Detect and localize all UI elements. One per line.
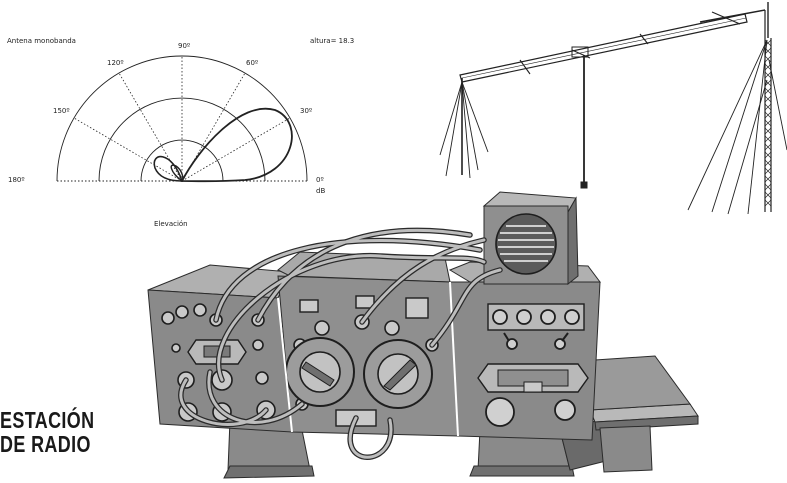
polar-ring-2	[98, 97, 266, 182]
angle-label-60: 60º	[246, 59, 259, 67]
knob	[255, 371, 269, 385]
knob	[492, 309, 508, 325]
knob	[540, 309, 556, 325]
knob	[193, 303, 207, 317]
angle-label-30: 30º	[300, 107, 313, 115]
heading-line-1: ESTACIÓN	[0, 407, 95, 433]
knob	[485, 397, 515, 427]
knob	[564, 309, 580, 325]
antenna-clamp	[571, 46, 589, 58]
polar-radiation-diagram	[56, 55, 308, 183]
angle-label-0: 0º	[316, 176, 324, 184]
polar-height-label: altura= 18.3	[310, 37, 355, 45]
polar-outer-arc	[56, 55, 308, 182]
angle-label-120: 120º	[107, 59, 124, 67]
antenna-structure	[439, 2, 787, 215]
speaker	[482, 191, 579, 286]
radiation-lobe-minor	[170, 164, 184, 183]
angle-label-90: 90º	[178, 42, 191, 50]
radiation-lobe-main	[180, 107, 293, 183]
polar-unit-label: dB	[316, 187, 326, 195]
angle-label-180: 180º	[8, 176, 25, 184]
radiation-lobe-back	[153, 155, 184, 182]
radio-station	[147, 191, 699, 479]
knob	[161, 311, 175, 325]
lattice-tower	[764, 2, 772, 212]
knob	[554, 399, 576, 421]
knob	[516, 309, 532, 325]
polar-spokes	[73, 56, 291, 182]
heading-line-2: DE RADIO	[0, 431, 91, 457]
polar-ring-3	[140, 139, 224, 182]
middle-unit	[277, 275, 459, 437]
knob	[175, 305, 189, 319]
cables	[178, 227, 503, 460]
polar-caption: Elevación	[154, 220, 188, 228]
angle-label-150: 150º	[53, 107, 70, 115]
right-unit	[449, 281, 601, 441]
side-shelf	[589, 355, 699, 473]
polar-title: Antena monobanda	[7, 37, 76, 45]
